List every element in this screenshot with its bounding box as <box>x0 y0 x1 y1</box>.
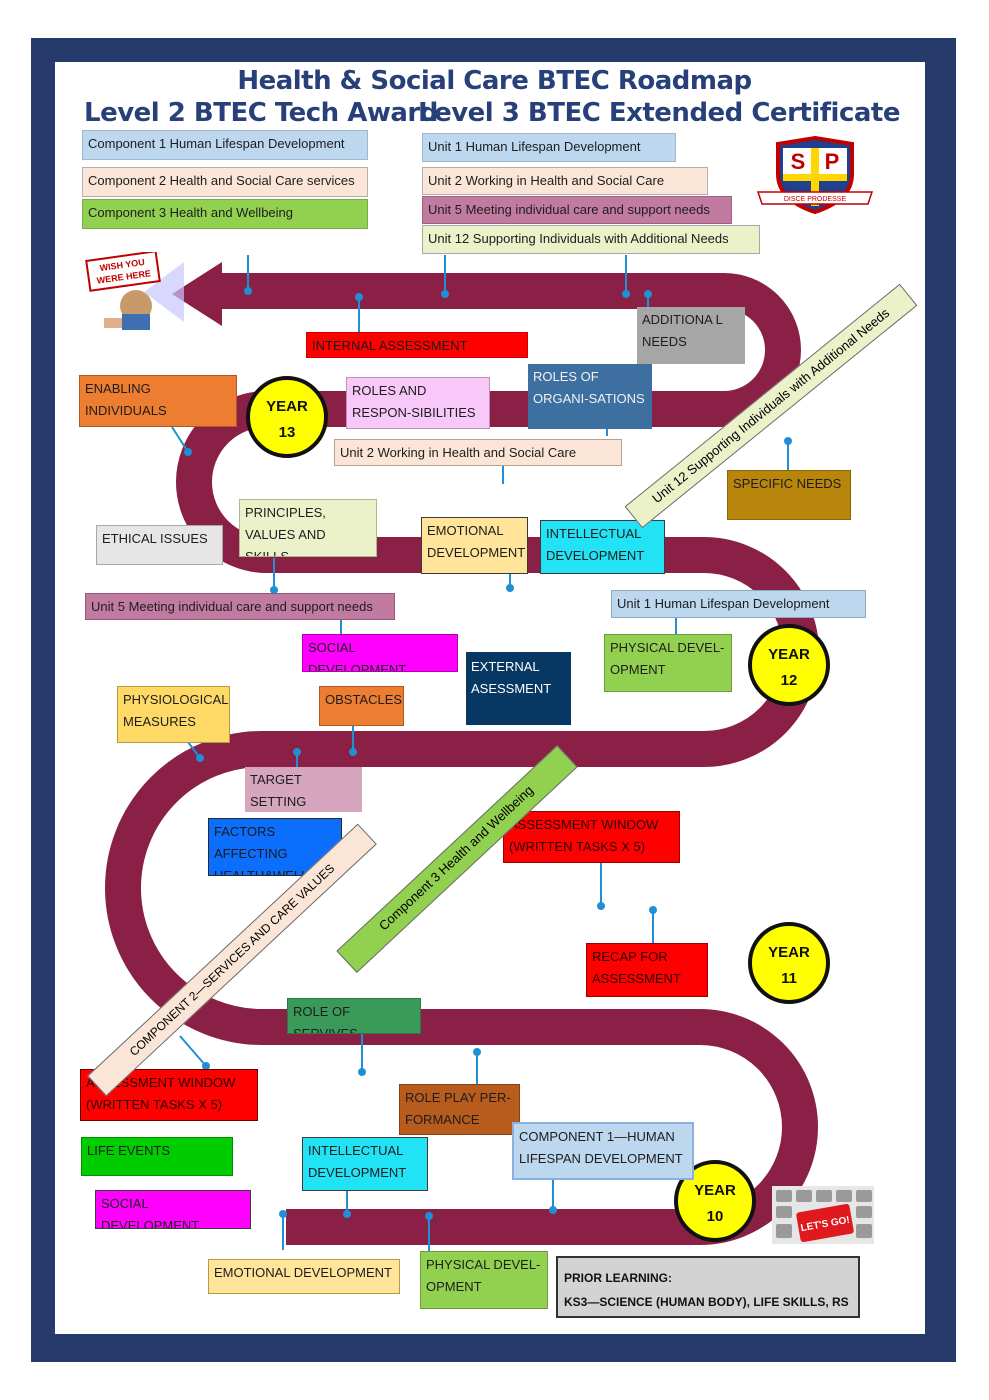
intellectual-development-l3-box: INTELLECTUAL DEVELOPMENT <box>540 520 665 574</box>
role-play-performance-box: ROLE PLAY PER-FORMANCE <box>399 1084 520 1135</box>
prior-learning-detail: KS3—SCIENCE (HUMAN BODY), LIFE SKILLS, R… <box>564 1295 849 1309</box>
social-development-l3-box: SOCIAL DEVELOPMENT <box>302 634 458 672</box>
physical-development-l2-box: PHYSICAL DEVEL-OPMENT <box>420 1251 548 1309</box>
level3-heading: Level 3 BTEC Extended Certificate <box>418 98 900 128</box>
wish-you-were-here-graphic: WISH YOU WERE HERE <box>85 252 184 330</box>
role-of-services-box: ROLE OF SERVIVES <box>287 998 421 1034</box>
connector-lines <box>171 255 792 1252</box>
external-assessment-box: EXTERNAL ASESSMENT <box>466 652 571 725</box>
emotional-development-l2-box: EMOTIONAL DEVELOPMENT <box>208 1259 400 1294</box>
target-setting-box: TARGET SETTING <box>245 767 362 812</box>
recap-for-assessment-box: RECAP FOR ASSESSMENT <box>586 943 708 997</box>
page-title: Health & Social Care BTEC Roadmap <box>237 66 752 96</box>
legend-component-1: Component 1 Human Lifespan Development <box>82 130 368 160</box>
prior-learning-box: PRIOR LEARNING: KS3—SCIENCE (HUMAN BODY)… <box>556 1256 860 1318</box>
physiological-measures-box: PHYSIOLOGICAL MEASURES <box>117 686 230 743</box>
unit-2-band: Unit 2 Working in Health and Social Care <box>334 439 622 466</box>
legend-unit-12: Unit 12 Supporting Individuals with Addi… <box>422 225 760 254</box>
prior-learning-title: PRIOR LEARNING: <box>564 1271 672 1285</box>
logo-letter-p: P <box>825 149 840 174</box>
legend-unit-2: Unit 2 Working in Health and Social Care <box>422 167 708 195</box>
logo-motto: DISCE PRODESSE <box>784 196 847 203</box>
physical-development-l3-box: PHYSICAL DEVEL-OPMENT <box>604 634 732 692</box>
legend-unit-1: Unit 1 Human Lifespan Development <box>422 133 676 162</box>
school-crest-logo: S P DISCE PRODESSE <box>756 135 874 214</box>
logo-letter-s: S <box>791 149 806 174</box>
lets-go-keyboard-image: LET'S GO! <box>772 1186 874 1244</box>
roles-responsibilities-box: ROLES AND RESPON-SIBILITIES <box>346 377 490 429</box>
roles-of-organisations-box: ROLES OF ORGANI-SATIONS <box>528 364 652 429</box>
additional-needs-box: ADDITIONA L NEEDS <box>637 307 745 364</box>
obstacles-box: OBSTACLES <box>319 686 404 726</box>
unit-1-band: Unit 1 Human Lifespan Development <box>611 590 866 618</box>
ethical-issues-box: ETHICAL ISSUES <box>96 525 223 565</box>
internal-assessment-window: INTERNAL ASSESSMENT WINDOW <box>306 332 528 358</box>
social-development-l2-box: SOCIAL DEVELOPMENT <box>95 1190 251 1229</box>
principles-values-box: PRINCIPLES, VALUES AND SKILLS <box>239 499 377 557</box>
legend-unit-5: Unit 5 Meeting individual care and suppo… <box>422 196 732 224</box>
legend-component-3: Component 3 Health and Wellbeing <box>82 199 368 229</box>
level2-heading: Level 2 BTEC Tech Award <box>84 98 438 128</box>
assessment-window-y11-box: ASSESSMENT WINDOW (WRITTEN TASKS X 5) <box>503 811 680 863</box>
specific-needs-box: SPECIFIC NEEDS <box>727 470 851 520</box>
emotional-development-l3-box: EMOTIONAL DEVELOPMENT <box>421 517 528 574</box>
factors-affecting-box: FACTORS AFFECTING HEALTH&WELLBEIN <box>208 818 342 876</box>
life-events-box: LIFE EVENTS <box>81 1137 233 1176</box>
enabling-individuals-box: ENABLING INDIVIDUALS <box>79 375 237 427</box>
intellectual-development-l2-box: INTELLECTUAL DEVELOPMENT <box>302 1137 428 1191</box>
legend-component-2: Component 2 Health and Social Care servi… <box>82 167 368 197</box>
road-arrowhead <box>172 262 222 326</box>
unit-5-band: Unit 5 Meeting individual care and suppo… <box>85 593 395 620</box>
component-1-band: COMPONENT 1—HUMAN LIFESPAN DEVELOPMENT <box>512 1122 694 1180</box>
